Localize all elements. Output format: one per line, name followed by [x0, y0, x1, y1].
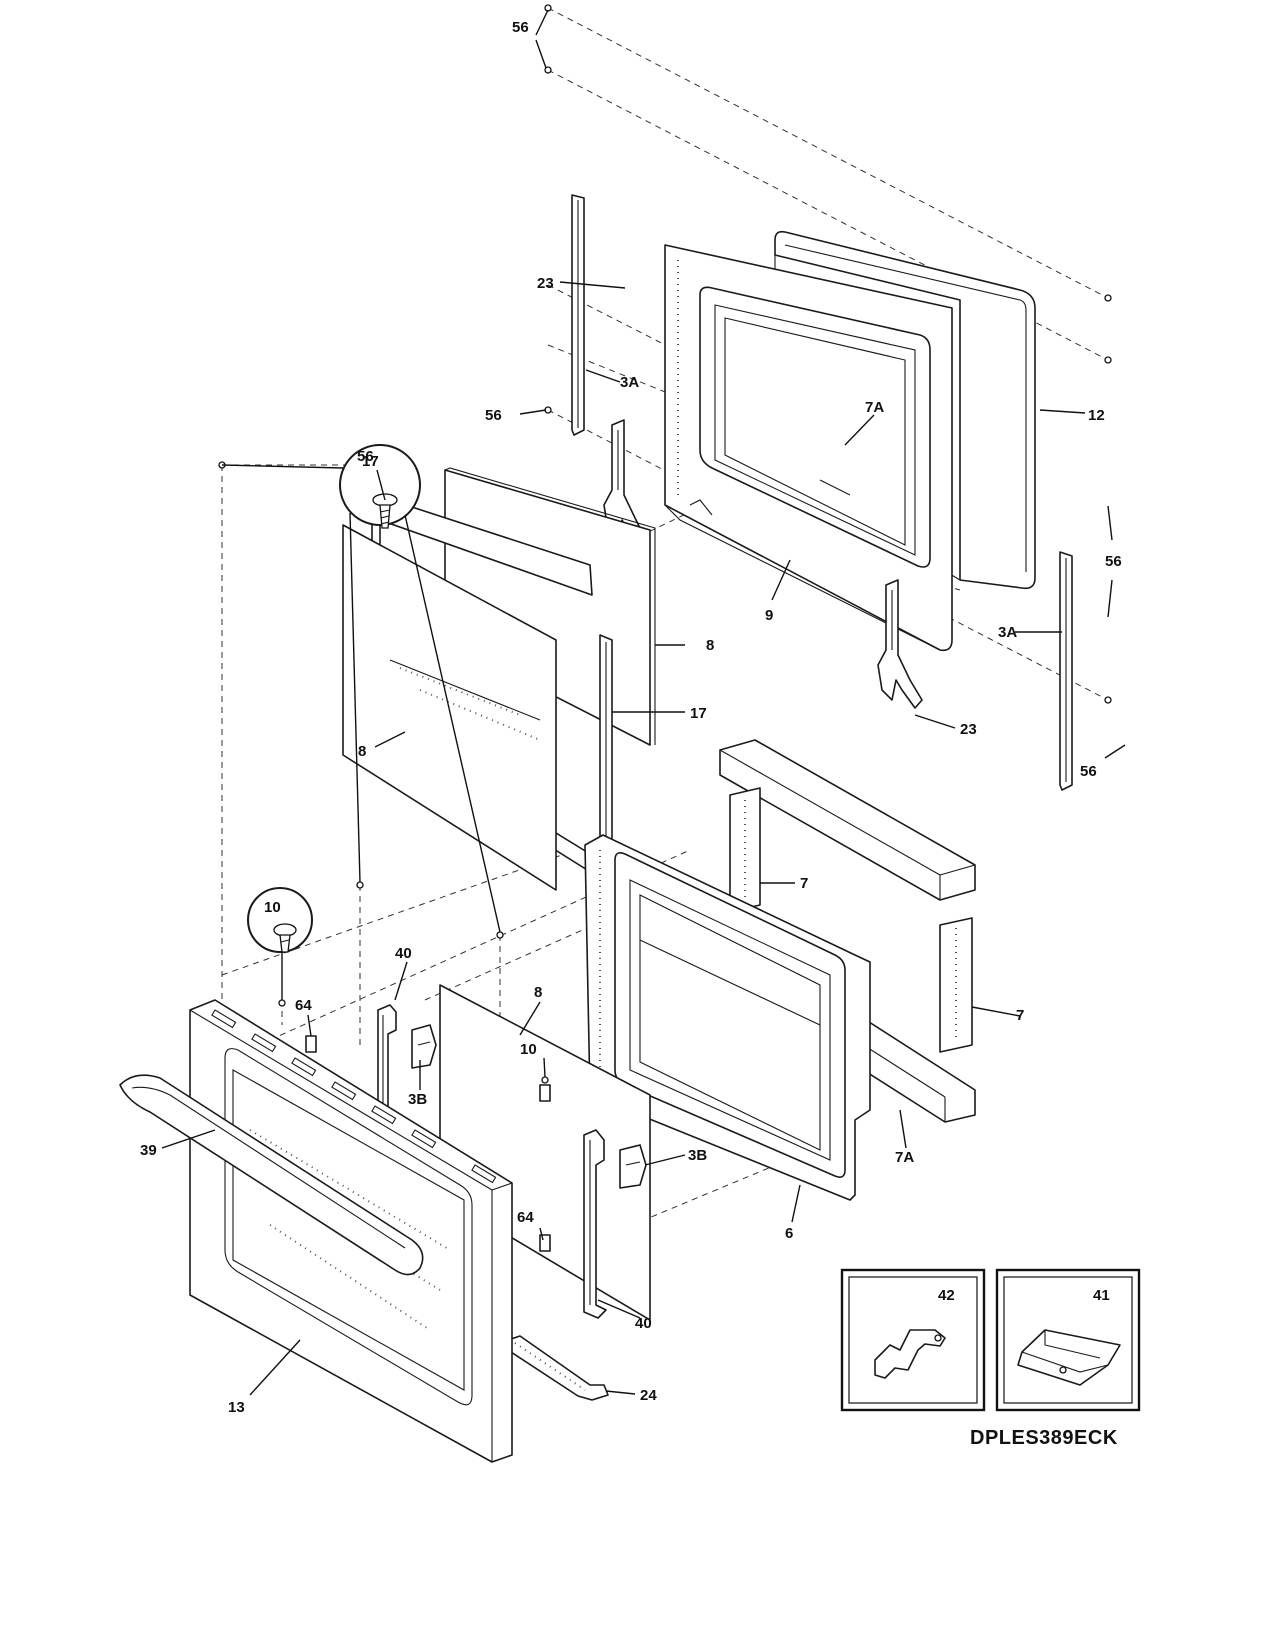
callout-42: 42 [938, 1287, 955, 1304]
side-trim-3A-right [1059, 551, 1073, 791]
leader-lines [161, 9, 1126, 1396]
callout-7A-top: 7A [865, 399, 884, 416]
callout-3A-right: 3A [998, 624, 1017, 641]
handle-39 [119, 1074, 424, 1276]
callout-56-zoom: 56 [357, 448, 374, 465]
callout-7A-bottom: 7A [895, 1149, 914, 1166]
callout-labels: 56 3A 56 12 17 23 56 9 3A 8 17 23 8 56 7… [140, 19, 1122, 1416]
door-rail-24 [507, 1335, 609, 1401]
callout-40-bottom: 40 [635, 1315, 652, 1332]
callout-17-side: 17 [690, 705, 707, 722]
inner-door-liner-6 [584, 834, 871, 1201]
callout-23-right: 23 [960, 721, 977, 738]
callout-3B-right: 3B [688, 1147, 707, 1164]
callout-9: 9 [765, 607, 773, 624]
pad-3B-left [411, 1024, 437, 1069]
inner-glass-8 [439, 984, 651, 1321]
callout-10-lower: 10 [520, 1041, 537, 1058]
inner-door-panel-9 [664, 244, 953, 652]
callout-3A-left: 3A [620, 374, 639, 391]
callout-8-inner: 8 [534, 984, 542, 1001]
insulation-7-right [939, 917, 973, 1053]
callout-56-right: 56 [1105, 553, 1122, 570]
zoom-bubble-56 [221, 444, 501, 933]
callout-23-left: 23 [537, 275, 554, 292]
callout-13: 13 [228, 1399, 245, 1416]
pad-3B-right [619, 1144, 647, 1189]
callout-6: 6 [785, 1225, 793, 1242]
screws-56-upper [544, 4, 1112, 704]
side-trim-3A-left [571, 194, 585, 436]
callout-10-zoom: 10 [264, 899, 281, 916]
callout-64-top: 64 [295, 997, 312, 1014]
callout-17-top: 17 [362, 453, 379, 470]
callout-41: 41 [1093, 1287, 1110, 1304]
clips-64 [305, 1035, 551, 1252]
callout-12: 12 [1088, 407, 1105, 424]
callout-3B-left: 3B [408, 1091, 427, 1108]
callout-56-bottomright: 56 [1080, 763, 1097, 780]
hinge-23-right [877, 579, 923, 709]
inset-part-41 [995, 1268, 1141, 1412]
callout-64-lower: 64 [517, 1209, 534, 1226]
screw-10-icon [273, 923, 297, 953]
callout-40-top: 40 [395, 945, 412, 962]
zoom-bubble-10 [247, 887, 313, 1000]
model-number: DPLES389ECK [970, 1427, 1118, 1449]
callout-56-top: 56 [512, 19, 529, 36]
insulation-7-upper [729, 787, 761, 913]
callout-24: 24 [640, 1387, 657, 1404]
bracket-40-bottom [583, 1129, 607, 1319]
callout-7-upper: 7 [800, 875, 808, 892]
insulation-7A-top [719, 739, 976, 901]
callout-39: 39 [140, 1142, 157, 1159]
inset-part-42 [840, 1268, 986, 1412]
callout-7-right: 7 [1016, 1007, 1024, 1024]
callout-8-rear: 8 [706, 637, 714, 654]
callout-8-front: 8 [358, 743, 366, 760]
callout-56-mid: 56 [485, 407, 502, 424]
